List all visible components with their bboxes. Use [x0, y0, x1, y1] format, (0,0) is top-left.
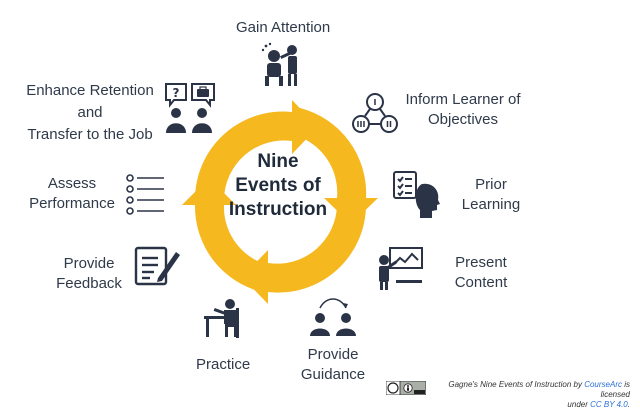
- prior-learning-icon: [393, 171, 440, 218]
- credit-line2-prefix: under: [567, 400, 591, 409]
- label-inform-objectives: Inform Learner of Objectives: [398, 90, 528, 130]
- label-line: Enhance Retention: [26, 82, 154, 99]
- label-line: Content: [454, 274, 508, 291]
- step-mark: I: [374, 98, 377, 107]
- arrow-segment-top: [194, 100, 318, 200]
- presentation-icon: [379, 247, 423, 290]
- label-line: Provide: [307, 346, 359, 363]
- credit-line2-suffix: .: [627, 400, 630, 409]
- credit-prefix: Gagne's Nine Events of Instruction by: [448, 380, 585, 389]
- label-provide-guidance: Provide Guidance: [298, 345, 368, 385]
- arrow-segment-bottom: [242, 205, 366, 304]
- arrow-segment-left: [182, 178, 262, 292]
- label-line: and: [77, 104, 103, 121]
- credit-middle: is licensed: [600, 380, 630, 399]
- label-line: Prior: [475, 176, 507, 193]
- practice-icon: [204, 299, 239, 338]
- label-line: Provide: [63, 255, 115, 272]
- label-practice: Practice: [196, 356, 251, 373]
- cc-license-badge: [386, 381, 426, 395]
- label-line: Present: [455, 254, 507, 271]
- license-link[interactable]: CC BY 4.0: [590, 400, 628, 409]
- label-prior-learning: Prior Learning: [456, 175, 526, 215]
- author-link[interactable]: CourseArc: [584, 380, 622, 389]
- label-line: Guidance: [300, 366, 366, 383]
- center-title-line: Events of: [235, 175, 321, 196]
- checklist-icon: [126, 174, 164, 215]
- credit-line-2: under CC BY 4.0.: [420, 400, 630, 410]
- guidance-icon: [310, 298, 356, 336]
- label-line: Learning: [461, 196, 521, 213]
- label-line: Inform Learner of: [405, 91, 521, 108]
- label-line: Transfer to the Job: [27, 126, 153, 143]
- question-mark: ?: [173, 86, 180, 100]
- label-line: Performance: [29, 195, 115, 212]
- credit-line-1: Gagne's Nine Events of Instruction by Co…: [420, 380, 630, 400]
- center-title: Nine Events of Instruction: [218, 150, 338, 222]
- center-title-line: Instruction: [228, 199, 328, 220]
- step-mark: II: [386, 120, 392, 129]
- objectives-icon: I III II: [352, 93, 398, 133]
- label-provide-feedback: Provide Feedback: [54, 254, 124, 294]
- label-line: Objectives: [427, 111, 499, 128]
- label-enhance-retention: Enhance Retention and Transfer to the Jo…: [18, 80, 162, 146]
- center-title-line: Nine: [257, 151, 299, 172]
- transfer-icon: ?: [165, 83, 215, 133]
- label-present-content: Present Content: [446, 253, 516, 293]
- label-line: Assess: [47, 175, 97, 192]
- attribution-credit: Gagne's Nine Events of Instruction by Co…: [420, 380, 630, 410]
- label-line: Feedback: [56, 275, 122, 292]
- attention-icon: [261, 42, 297, 86]
- arrow-segment-right: [300, 108, 378, 224]
- step-mark: III: [357, 120, 366, 129]
- feedback-icon: [134, 246, 180, 286]
- label-assess-performance: Assess Performance: [24, 174, 120, 214]
- label-gain-attention: Gain Attention: [236, 19, 331, 36]
